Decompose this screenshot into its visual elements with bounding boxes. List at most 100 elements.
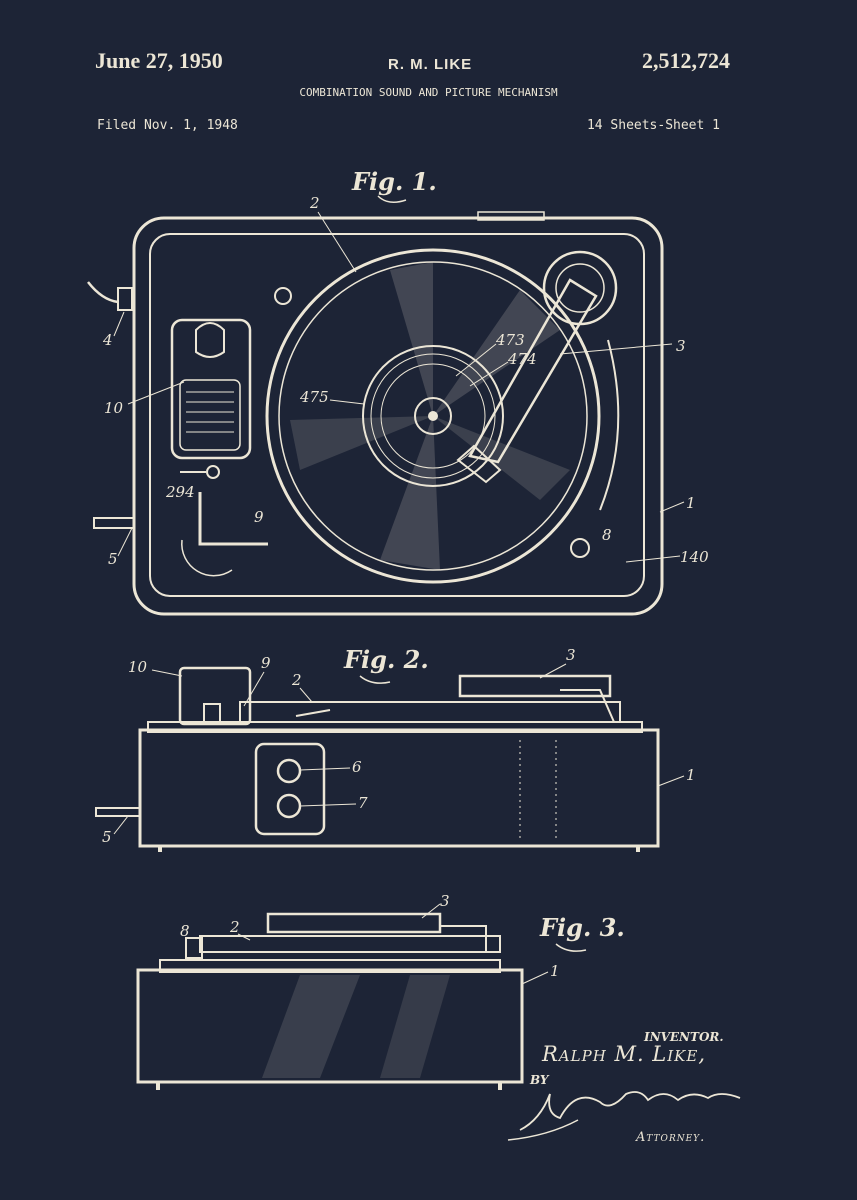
attorney-signature-tail	[507, 1119, 579, 1141]
fig1-lever-arc	[181, 539, 233, 577]
by-label: BY	[530, 1073, 549, 1087]
fig1-arm-rest	[599, 339, 620, 511]
fig1-leader-475	[329, 399, 365, 405]
fig3-feet	[156, 1082, 502, 1090]
fig1-ref-475: 475	[299, 388, 329, 406]
sheet-count: 14 Sheets-Sheet 1	[586, 118, 720, 133]
fig1-cord-plug	[117, 287, 133, 311]
inventor-caption: INVENTOR.	[644, 1030, 724, 1044]
fig2-drawing: Fig. 2. 10 9 2 3 6 7 1 5	[95, 645, 696, 852]
fig1-lever-9	[198, 492, 268, 546]
fig1-ref-10: 10	[104, 399, 124, 417]
fig1-button-8	[570, 538, 590, 558]
fig1-tonearm-base	[542, 250, 618, 326]
fig1-power-cord	[87, 281, 119, 304]
fig1-record-sheen-2	[433, 290, 560, 416]
fig2-platter-2	[239, 701, 621, 723]
fig3-tonearm-head	[440, 925, 487, 952]
fig1-label-groove-1	[370, 353, 496, 479]
fig1-leader-4	[113, 311, 125, 337]
fig2-leader-9	[243, 671, 265, 707]
filed-date: Filed Nov. 1, 1948	[97, 118, 238, 133]
fig2-shaft-5	[95, 807, 141, 817]
attorney-caption: Attorney.	[636, 1130, 706, 1145]
fig3-ref-3: 3	[440, 892, 450, 910]
fig1-leader-3	[559, 343, 673, 355]
fig1-leader-473	[455, 343, 497, 377]
fig1-record-sheen-3	[290, 416, 433, 470]
fig1-leader-2	[317, 211, 357, 273]
fig1-label-groove-2	[380, 363, 486, 469]
fig1-cartridge	[456, 444, 502, 484]
fig2-leader-7	[299, 803, 357, 807]
fig3-sheen-2	[380, 975, 450, 1078]
fig3-leader-2	[237, 933, 251, 941]
fig2-post	[203, 703, 221, 725]
fig1-speaker-grille	[179, 379, 241, 451]
fig1-ref-1: 1	[686, 494, 696, 512]
patent-date: June 27, 1950	[95, 48, 223, 73]
fig1-tonearm-pivot	[555, 263, 605, 313]
fig1-leader-474	[469, 361, 509, 387]
fig2-tonearm-3	[458, 674, 612, 698]
fig1-record-sheen-4	[380, 416, 440, 570]
fig3-leader-1	[521, 971, 549, 985]
fig1-ref-5: 5	[108, 550, 118, 568]
fig1-ref-473: 473	[495, 331, 525, 349]
fig1-label: Fig. 1.	[351, 167, 437, 196]
fig3-leader-3	[421, 903, 441, 919]
fig1-screw	[274, 287, 292, 305]
fig3-label-flourish	[555, 943, 587, 952]
fig2-leader-2	[299, 687, 313, 703]
inventor-name: Ralph M. Like,	[542, 1042, 707, 1066]
fig2-ref-5: 5	[102, 828, 112, 846]
fig2-leader-10	[151, 669, 183, 677]
fig1-label-ring	[362, 345, 504, 487]
fig3-cabinet	[136, 968, 524, 1084]
fig3-label: Fig. 3.	[539, 913, 625, 942]
fig1-leader-5	[117, 527, 133, 557]
fig1-grille-lines	[186, 391, 234, 433]
fig1-drawing: Fig. 1.	[87, 167, 709, 616]
fig1-ref-9: 9	[254, 508, 264, 526]
inventor-header: R. M. LIKE	[388, 56, 473, 73]
fig2-label-flourish	[359, 675, 391, 684]
fig1-label-flourish	[377, 195, 407, 203]
fig3-tonearm-3	[266, 912, 442, 934]
attorney-signature	[519, 1091, 741, 1131]
fig3-ref-1: 1	[550, 962, 560, 980]
fig2-shading	[519, 740, 557, 840]
fig1-ref-140: 140	[680, 548, 709, 566]
fig1-platter	[265, 248, 601, 584]
fig2-control-panel	[254, 742, 326, 836]
fig2-needle	[295, 709, 331, 717]
fig1-ref-3: 3	[676, 337, 686, 355]
fig1-ref-4: 4	[102, 331, 113, 349]
fig3-platter-2	[199, 935, 501, 953]
fig2-ref-7: 7	[358, 794, 368, 812]
fig1-record-outer	[278, 261, 588, 571]
fig1-top-hinge	[477, 211, 545, 221]
fig1-tonearm	[468, 278, 598, 464]
fig2-feet	[158, 846, 640, 852]
fig1-leader-140	[625, 555, 681, 563]
fig2-cabinet	[138, 728, 660, 848]
fig3-button-8	[185, 937, 203, 959]
fig2-ref-2: 2	[291, 671, 302, 689]
fig1-leader-1	[659, 501, 685, 513]
fig2-tonearm-head	[560, 689, 615, 723]
fig2-ref-1: 1	[686, 766, 696, 784]
fig1-cabinet-outer	[132, 216, 664, 616]
fig1-cabinet-inner	[149, 233, 645, 597]
fig1-lamp-housing	[195, 322, 225, 358]
fig1-shaft-5	[93, 517, 135, 529]
fig3-ref-8: 8	[180, 922, 190, 940]
fig2-knob-7	[276, 793, 302, 819]
fig2-label: Fig. 2.	[343, 645, 429, 674]
patent-number: 2,512,724	[642, 48, 730, 73]
fig3-sheen	[262, 975, 360, 1078]
fig2-knob-6	[276, 758, 302, 784]
fig3-top-plate	[159, 959, 501, 973]
fig2-leader-3	[539, 663, 567, 679]
